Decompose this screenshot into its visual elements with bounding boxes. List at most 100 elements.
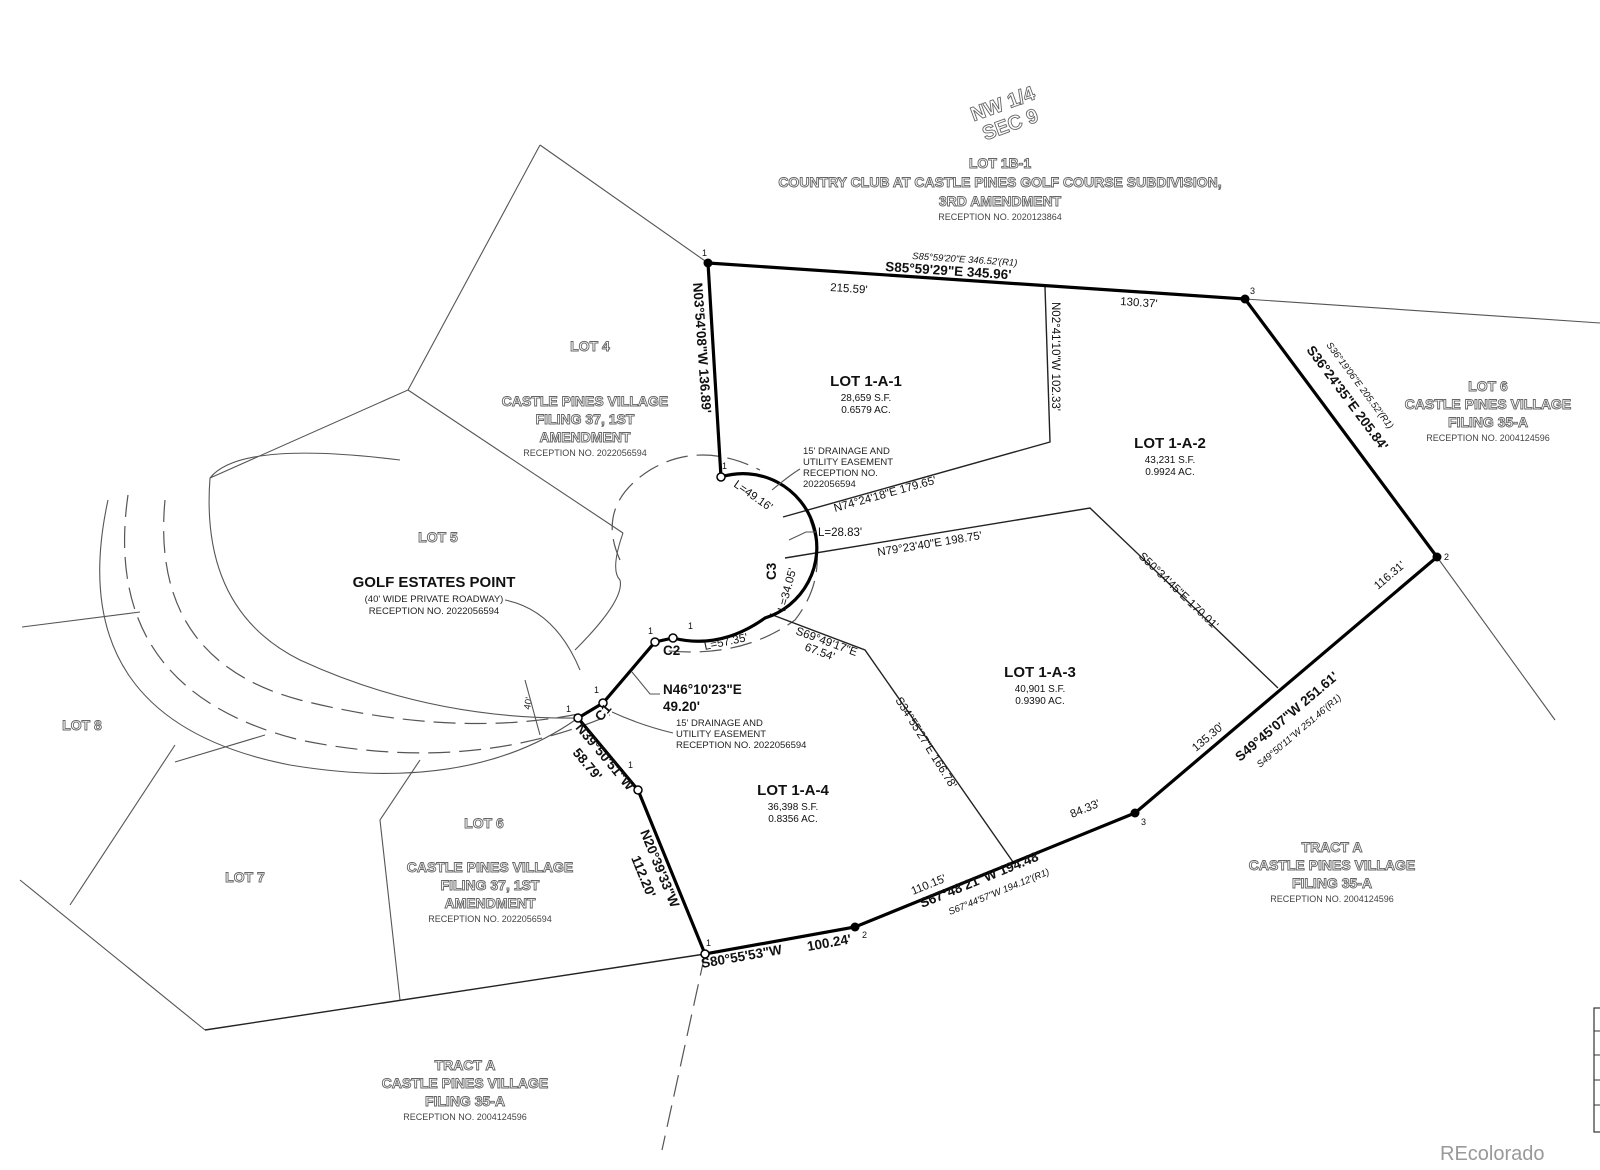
watermark: REcolorado	[1440, 1143, 1545, 1165]
adjacent-lot-lines	[19, 144, 1600, 1151]
svg-text:AMENDMENT: AMENDMENT	[540, 429, 631, 445]
svg-text:C2: C2	[663, 643, 680, 658]
lot-1-a-4-label: LOT 1-A-4 36,398 S.F. 0.8356 AC.	[757, 782, 829, 825]
svg-text:LOT 1-A-1: LOT 1-A-1	[830, 373, 902, 390]
point-marker	[573, 713, 583, 723]
svg-text:RECEPTION NO. 2022056594: RECEPTION NO. 2022056594	[676, 740, 806, 751]
svg-text:CASTLE PINES VILLAGE: CASTLE PINES VILLAGE	[1405, 396, 1571, 412]
svg-text:28,659 S.F.: 28,659 S.F.	[841, 393, 892, 404]
svg-text:TRACT A: TRACT A	[435, 1057, 496, 1073]
lot-8-label: LOT 8	[62, 717, 102, 733]
svg-text:CASTLE PINES VILLAGE: CASTLE PINES VILLAGE	[1249, 857, 1415, 873]
lot-6-west-label: LOT 6	[464, 815, 504, 831]
lot-1-a-1-label: LOT 1-A-1 28,659 S.F. 0.6579 AC.	[830, 373, 902, 416]
easement-note-north: 15' DRAINAGE AND UTILITY EASEMENT RECEPT…	[771, 446, 893, 491]
svg-text:(40' WIDE PRIVATE ROADWAY): (40' WIDE PRIVATE ROADWAY)	[365, 594, 504, 605]
point-number: 2	[1444, 552, 1449, 562]
svg-text:RECEPTION NO. 2022056594: RECEPTION NO. 2022056594	[523, 448, 647, 458]
svg-text:0.6579 AC.: 0.6579 AC.	[841, 405, 890, 416]
svg-text:LOT 1-A-4: LOT 1-A-4	[757, 782, 829, 799]
svg-text:RECEPTION NO. 2020123864: RECEPTION NO. 2020123864	[938, 212, 1062, 222]
curve-table-edge	[1593, 1007, 1600, 1133]
point-marker	[700, 949, 710, 959]
point-marker	[850, 922, 860, 932]
svg-text:N02°41'10"W 102.33': N02°41'10"W 102.33'	[1049, 302, 1061, 411]
easement-note-south: 15' DRAINAGE AND UTILITY EASEMENT RECEPT…	[611, 711, 806, 751]
point-number: 2	[862, 930, 867, 940]
svg-text:3RD AMENDMENT: 3RD AMENDMENT	[939, 193, 1062, 209]
tract-a-east-label: TRACT A CASTLE PINES VILLAGE FILING 35-A…	[1248, 839, 1415, 904]
svg-text:0.9924 AC.: 0.9924 AC.	[1145, 467, 1194, 478]
svg-text:COUNTRY CLUB AT CASTLE PINES G: COUNTRY CLUB AT CASTLE PINES GOLF COURSE…	[778, 174, 1221, 190]
filing-37-south-label: CASTLE PINES VILLAGE FILING 37, 1ST AMEN…	[406, 859, 573, 924]
point-number: 3	[1250, 286, 1255, 296]
point-marker	[668, 633, 678, 643]
svg-text:UTILITY EASEMENT: UTILITY EASEMENT	[803, 457, 893, 468]
lot-division-lines	[769, 286, 1279, 863]
svg-text:FILING 35-A: FILING 35-A	[1448, 414, 1528, 430]
point-number: 1	[628, 760, 633, 770]
road-label: GOLF ESTATES POINT (40' WIDE PRIVATE ROA…	[353, 574, 581, 736]
filing-37-north-label: CASTLE PINES VILLAGE FILING 37, 1ST AMEN…	[501, 393, 668, 458]
point-marker	[633, 785, 643, 795]
svg-text:FILING 37, 1ST: FILING 37, 1ST	[441, 877, 540, 893]
lot-5-label: LOT 5	[418, 529, 458, 545]
svg-text:N46°10'23"E: N46°10'23"E	[663, 682, 742, 697]
svg-text:84.33': 84.33'	[1069, 798, 1102, 821]
svg-text:0.8356 AC.: 0.8356 AC.	[768, 814, 817, 825]
point-number: 1	[648, 626, 653, 636]
section-label: NW 1/4 SEC 9	[967, 82, 1041, 146]
point-marker	[1240, 294, 1250, 304]
point-marker	[1432, 552, 1442, 562]
svg-text:RECEPTION NO. 2004124596: RECEPTION NO. 2004124596	[1426, 433, 1550, 443]
point-marker	[703, 258, 713, 268]
point-number: 1	[566, 704, 571, 714]
svg-text:36,398 S.F.: 36,398 S.F.	[768, 802, 819, 813]
svg-text:S34°55'27"E 166.78': S34°55'27"E 166.78'	[892, 695, 958, 791]
point-marker	[598, 698, 608, 708]
svg-text:15' DRAINAGE AND: 15' DRAINAGE AND	[803, 446, 890, 457]
point-number: 1	[688, 621, 693, 631]
svg-text:L=28.83': L=28.83'	[818, 527, 862, 539]
point-number: 1	[594, 685, 599, 695]
svg-text:2022056594: 2022056594	[803, 479, 856, 490]
svg-text:CASTLE PINES VILLAGE: CASTLE PINES VILLAGE	[407, 859, 573, 875]
svg-text:LOT 1-A-3: LOT 1-A-3	[1004, 664, 1076, 681]
tract-a-south-label: TRACT A CASTLE PINES VILLAGE FILING 35-A…	[381, 1057, 548, 1122]
point-marker	[716, 472, 726, 482]
svg-text:43,231 S.F.: 43,231 S.F.	[1145, 455, 1196, 466]
svg-text:RECEPTION NO.: RECEPTION NO.	[803, 468, 878, 479]
svg-text:LOT 1-A-2: LOT 1-A-2	[1134, 435, 1206, 452]
svg-text:215.59': 215.59'	[830, 282, 868, 296]
lot-1-a-3-label: LOT 1-A-3 40,901 S.F. 0.9390 AC.	[1004, 664, 1076, 707]
svg-text:FILING 35-A: FILING 35-A	[1292, 875, 1372, 891]
svg-text:49.20': 49.20'	[663, 699, 700, 714]
north-parcel-label: LOT 1B-1 COUNTRY CLUB AT CASTLE PINES GO…	[778, 155, 1222, 222]
point-marker	[650, 637, 660, 647]
svg-text:LOT 1B-1: LOT 1B-1	[969, 155, 1031, 171]
lot-4-label: LOT 4	[570, 338, 610, 354]
lot-7-label: LOT 7	[225, 869, 265, 885]
svg-text:L=57.35': L=57.35'	[703, 632, 749, 653]
point-marker	[1130, 808, 1140, 818]
svg-text:L=49.16': L=49.16'	[731, 479, 774, 514]
point-number: 1	[702, 248, 707, 258]
svg-text:RECEPTION NO. 2022056594: RECEPTION NO. 2022056594	[369, 606, 499, 617]
svg-text:40,901 S.F.: 40,901 S.F.	[1015, 684, 1066, 695]
point-number: 1	[706, 938, 711, 948]
svg-text:LOT 6: LOT 6	[1468, 378, 1508, 394]
svg-text:L=34.05': L=34.05'	[776, 567, 799, 613]
lot-1-a-2-label: LOT 1-A-2 43,231 S.F. 0.9924 AC.	[1134, 435, 1206, 478]
svg-text:15' DRAINAGE AND: 15' DRAINAGE AND	[676, 718, 763, 729]
svg-text:AMENDMENT: AMENDMENT	[445, 895, 536, 911]
point-number: 3	[1141, 817, 1146, 827]
roadway-arcs	[99, 452, 818, 774]
svg-text:UTILITY EASEMENT: UTILITY EASEMENT	[676, 729, 766, 740]
point-number: 1	[722, 461, 727, 471]
svg-text:RECEPTION NO. 2004124596: RECEPTION NO. 2004124596	[403, 1112, 527, 1122]
svg-text:FILING 35-A: FILING 35-A	[425, 1093, 505, 1109]
svg-text:C3: C3	[764, 562, 779, 580]
lot-6-east-label: LOT 6 CASTLE PINES VILLAGE FILING 35-A R…	[1404, 378, 1571, 443]
svg-text:0.9390 AC.: 0.9390 AC.	[1015, 696, 1064, 707]
